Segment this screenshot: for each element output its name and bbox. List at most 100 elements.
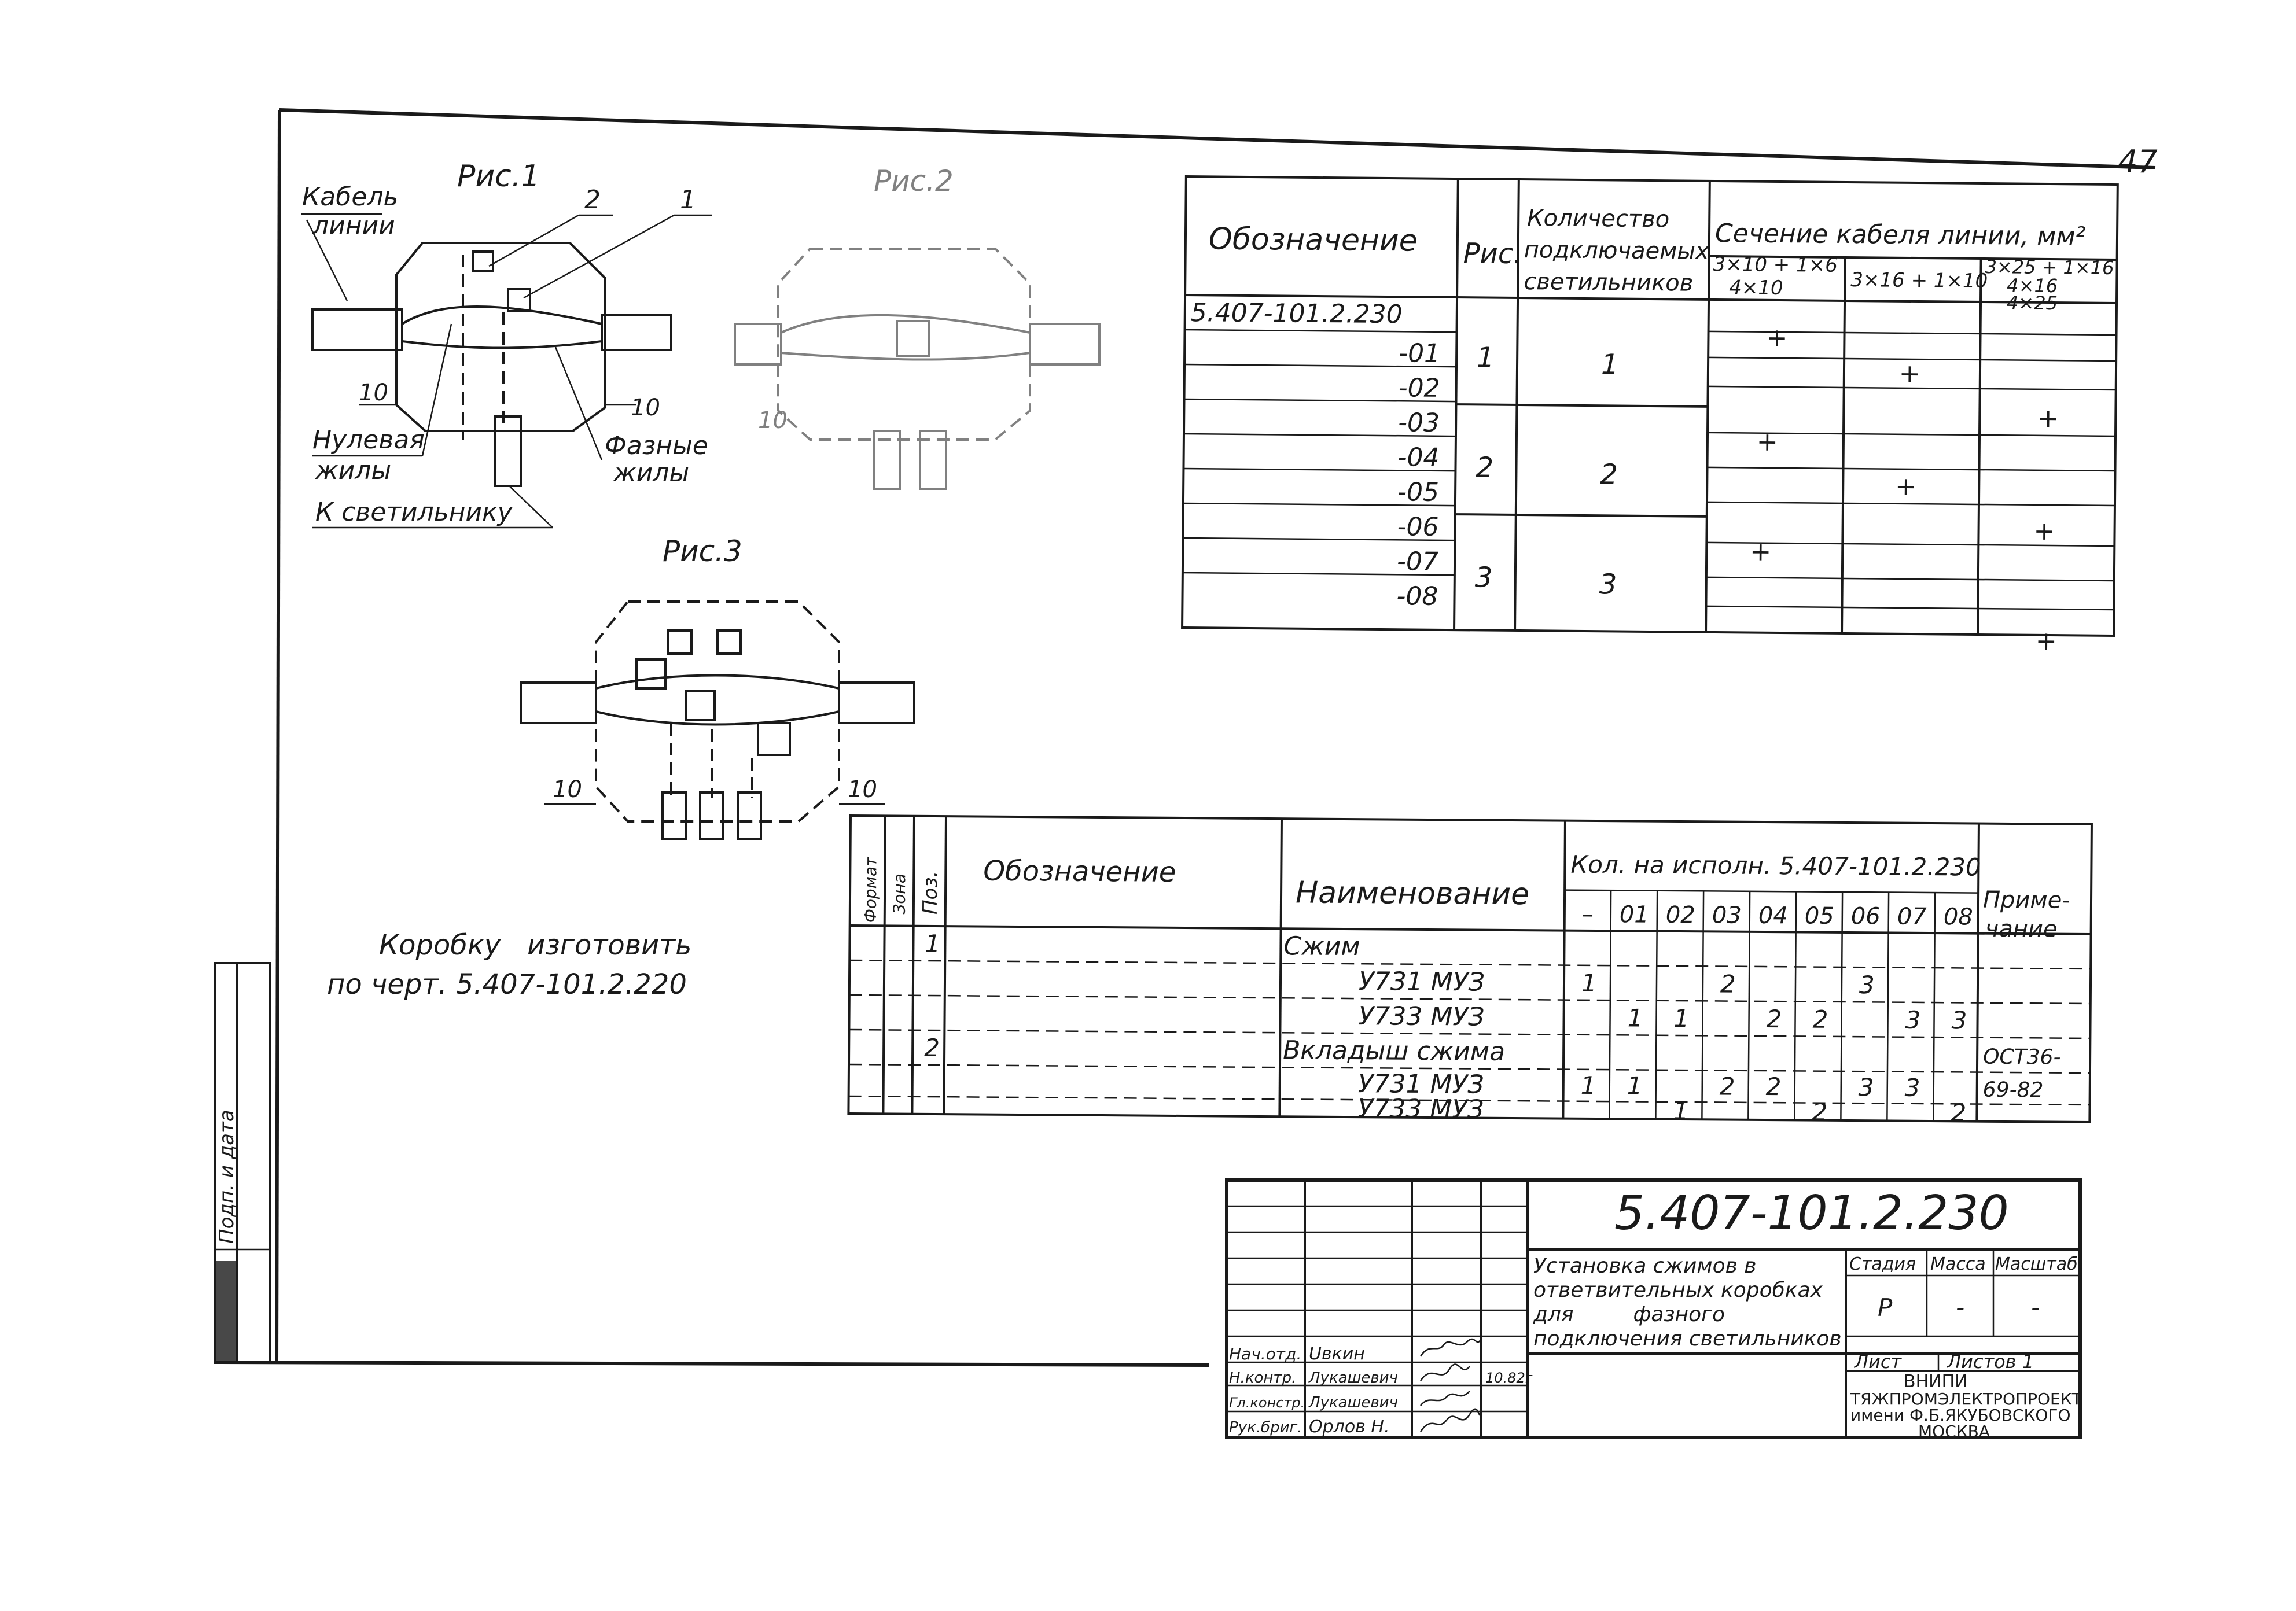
t2-name: У731 МУЗ: [1358, 1069, 1484, 1100]
t1-h-col-b: 3×16 + 1×10: [1850, 268, 1988, 293]
t2-name: У733 МУЗ: [1357, 1094, 1484, 1125]
t2-qty: 1: [1581, 1071, 1596, 1100]
t1-fig-group-2: 2: [1476, 451, 1493, 484]
t2-qty: 2: [1766, 1005, 1782, 1033]
signature-1: [1419, 1338, 1482, 1357]
t1-code-02: -02: [1398, 373, 1440, 403]
t1-h-col-c-1: 3×25 + 1×16: [1985, 256, 2114, 279]
stamp-scale: -: [2031, 1293, 2040, 1322]
t2-pos: 1: [925, 930, 940, 958]
t1-base-code: 5.407-101.2.230: [1191, 298, 1403, 329]
stamp-stage-header: Стадия: [1849, 1254, 1916, 1274]
t2-qty: 3: [1905, 1006, 1920, 1034]
manufacturing-note: Коробку изготовить по черт. 5.407-101.2.…: [327, 929, 691, 1001]
t1-h-designation: Обозначение: [1209, 222, 1418, 258]
t1-code-04: -04: [1397, 443, 1439, 473]
stamp-mass: -: [1956, 1293, 1964, 1322]
t2-qty: 2: [1951, 1098, 1966, 1127]
fig3-title: Рис.3: [663, 534, 742, 568]
t2-qty: 1: [1627, 1071, 1643, 1100]
t1-h-qty-3: светильников: [1524, 268, 1693, 297]
t2-qty: 2: [1720, 1072, 1735, 1100]
t1-h-col-a-1: 3×10 + 1×6: [1713, 253, 1838, 277]
t2-note: 69-82: [1983, 1078, 2044, 1103]
stamp-org-2: ТЯЖПРОМЭЛЕКТРОПРОЕКТ: [1850, 1389, 2082, 1409]
fig1-cable-label-1: Кабель: [302, 182, 398, 212]
t2-name: У733 МУЗ: [1358, 1001, 1484, 1032]
stamp-org-3: имени Ф.Б.ЯКУБОВСКОГО: [1850, 1406, 2071, 1425]
t1-fig-group-3: 3: [1475, 561, 1493, 593]
t1-code-08: -08: [1396, 581, 1438, 611]
t2-exec-col: 08: [1944, 904, 1973, 930]
t2-qty: 1: [1673, 1097, 1688, 1125]
stamp-name-1: Uвкин: [1309, 1344, 1365, 1364]
t2-h-format: Формат: [861, 857, 881, 923]
t2-h-note-2: чание: [1985, 916, 2058, 943]
t1-code-06: -06: [1397, 512, 1438, 542]
t2-h-name: Наименование: [1296, 875, 1530, 912]
stamp-doc-code: 5.407-101.2.230: [1614, 1186, 2009, 1241]
stamp-role-1: Нач.отд.: [1229, 1344, 1301, 1363]
t2-qty: 2: [1812, 1098, 1827, 1126]
t1-qty-group-1: 1: [1601, 348, 1619, 381]
t1-fig-group-1: 1: [1477, 341, 1495, 374]
t1-code-01: -01: [1399, 338, 1440, 368]
t2-qty: 3: [1905, 1074, 1920, 1102]
t2-h-qty: Кол. на исполн. 5.407-101.2.230: [1570, 850, 1981, 882]
note-line-2: по черт. 5.407-101.2.220: [327, 968, 687, 1001]
t1-mark-01: +: [1766, 323, 1787, 353]
stamp-scale-header: Масштаб: [1995, 1254, 2078, 1274]
t2-qty: 1: [1581, 969, 1597, 997]
t1-h-col-c-2: 4×16: [2007, 274, 2058, 297]
t2-qty: 2: [1812, 1005, 1828, 1034]
t2-exec-col: 01: [1620, 901, 1649, 928]
t2-exec-col: 04: [1758, 902, 1788, 929]
t2-exec-col: 02: [1666, 902, 1695, 928]
t1-mark-06: +: [2033, 517, 2055, 546]
fig1-dim-left: 10: [359, 379, 388, 406]
title-block: 5.407-101.2.230 Установка сжимов в ответ…: [1225, 1178, 2082, 1441]
t2-exec-col: –: [1582, 901, 1594, 928]
left-strip-label: Подп. и дата: [215, 1109, 238, 1244]
specification-table: Формат Зона Поз. Обозначение Наименовани…: [847, 814, 2093, 1127]
t2-name: Вкладыш сжима: [1283, 1035, 1505, 1067]
t2-qty: 3: [1951, 1006, 1967, 1034]
t2-h-designation: Обозначение: [983, 855, 1176, 889]
t2-exec-col: 03: [1712, 902, 1742, 928]
t1-h-col-c-3: 4×25: [2007, 292, 2058, 314]
t1-mark-02: +: [1899, 359, 1920, 389]
stamp-sheet: Лист: [1854, 1351, 1902, 1373]
t2-exec-col: 07: [1897, 904, 1927, 930]
fig1-phase-2: жилы: [613, 458, 689, 488]
fig1-phase-1: Фазные: [605, 431, 708, 460]
stamp-title-1: Установка сжимов в: [1533, 1254, 1756, 1278]
figure-3: Рис.3 10 10: [520, 534, 915, 840]
t2-exec-col: 05: [1805, 903, 1834, 930]
stamp-name-3: Лукашевич: [1308, 1394, 1398, 1411]
note-line-1: Коробку изготовить: [379, 929, 691, 961]
t1-code-03: -03: [1398, 408, 1440, 438]
t1-mark-08: +: [2036, 626, 2057, 656]
t1-h-section: Сечение кабеля линии, мм²: [1715, 219, 2086, 252]
stamp-title-2: ответвительных коробках: [1533, 1278, 1823, 1302]
t2-qty: 3: [1859, 1073, 1874, 1101]
variant-table: Обозначение Рис. Количество подключаемых…: [1181, 175, 2119, 656]
signature-2: [1419, 1363, 1470, 1381]
t1-h-qty-2: подключаемых: [1524, 237, 1710, 265]
left-strip: Подп. и дата: [214, 962, 271, 1363]
t2-name: Сжим: [1283, 931, 1360, 961]
fig1-dim-right: 10: [631, 395, 660, 421]
t2-h-zone: Зона: [890, 873, 909, 915]
t2-pos: 2: [924, 1034, 940, 1062]
stamp-role-4: Рук.бриг.: [1229, 1419, 1302, 1436]
sheet-frame: [214, 108, 2156, 1367]
fig2-title: Рис.2: [874, 164, 954, 198]
fig3-dim-right: 10: [848, 776, 877, 803]
stamp-name-2: Лукашевич: [1308, 1369, 1398, 1387]
stamp-org-1: ВНИПИ: [1904, 1372, 1968, 1392]
fig2-dim-left: 10: [758, 407, 788, 434]
signature-3: [1420, 1391, 1470, 1406]
t1-qty-group-3: 3: [1599, 568, 1617, 600]
t1-qty-group-2: 2: [1600, 458, 1618, 491]
